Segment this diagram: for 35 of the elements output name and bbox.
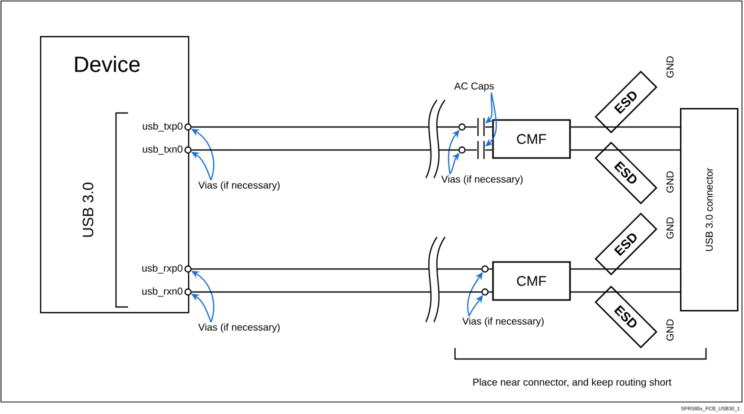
note-text: Vias (if necessary) bbox=[198, 323, 280, 333]
pin-label: usb_rxp0 bbox=[142, 264, 182, 274]
signal-line bbox=[570, 291, 680, 293]
cmf-box: CMF bbox=[492, 119, 571, 159]
signal-line bbox=[192, 268, 482, 270]
node-label: USB 3.0 bbox=[82, 182, 94, 237]
pin-label: usb_rxn0 bbox=[142, 287, 182, 297]
connector-box: USB 3.0 connector bbox=[680, 108, 738, 312]
pin-label: usb_txp0 bbox=[142, 122, 182, 132]
signal-line bbox=[485, 149, 492, 151]
note-text: Place near connector, and keep routing short bbox=[473, 378, 672, 388]
note-text: Vias (if necessary) bbox=[198, 181, 280, 191]
signal-line bbox=[570, 268, 680, 270]
ground-label: GND bbox=[666, 319, 674, 341]
signal-line bbox=[485, 126, 492, 128]
ground-label: GND bbox=[666, 217, 674, 239]
note-text: AC Caps bbox=[454, 82, 494, 92]
capacitor-symbol bbox=[477, 117, 485, 137]
signal-line bbox=[570, 126, 680, 128]
signal-line bbox=[466, 149, 477, 151]
ground-label: GND bbox=[666, 171, 674, 193]
node-label: Device bbox=[75, 56, 140, 72]
pin-label: usb_txn0 bbox=[142, 145, 182, 155]
capacitor-symbol bbox=[477, 140, 485, 160]
signal-line bbox=[466, 126, 477, 128]
note-text: Vias (if necessary) bbox=[462, 317, 544, 327]
signal-line bbox=[570, 149, 680, 151]
signal-line bbox=[488, 291, 492, 293]
signal-line bbox=[192, 149, 458, 151]
signal-line bbox=[192, 126, 458, 128]
note-text: Vias (if necessary) bbox=[441, 175, 523, 185]
cmf-box: CMF bbox=[492, 261, 571, 301]
ground-label: GND bbox=[666, 56, 674, 78]
signal-line bbox=[192, 291, 482, 293]
signal-line bbox=[488, 268, 492, 270]
